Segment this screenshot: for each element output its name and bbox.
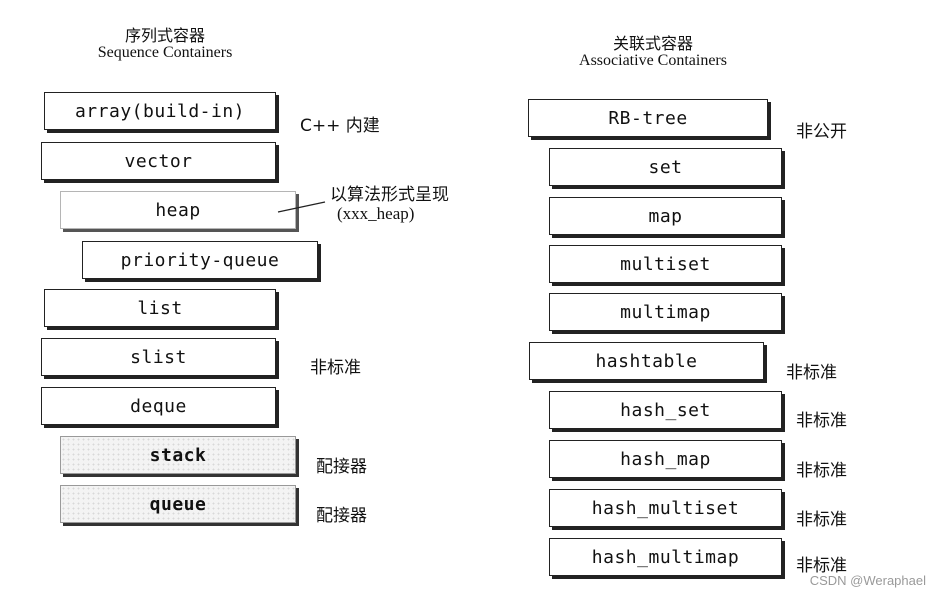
seq-label-list: list	[137, 297, 183, 319]
seq-label-heap: heap	[155, 199, 201, 221]
seq-label-queue: queue	[149, 493, 207, 515]
associative-title-en: Associative Containers	[579, 52, 727, 69]
seq-note-queue: 配接器	[316, 506, 367, 526]
assoc-box-hash-multiset: hash_multiset	[549, 489, 782, 527]
seq-label-deque: deque	[130, 395, 187, 417]
seq-box-heap: heap	[60, 191, 296, 229]
assoc-box-hashtable: hashtable	[529, 342, 764, 380]
assoc-note-hash-multimap: 非标准	[796, 556, 847, 576]
assoc-box-multimap: multimap	[549, 293, 782, 331]
seq-box-array: array(build-in)	[44, 92, 276, 130]
assoc-note-rb-tree: 非公开	[796, 122, 847, 142]
seq-box-deque: deque	[41, 387, 276, 425]
assoc-box-hash-set: hash_set	[549, 391, 782, 429]
seq-label-stack: stack	[149, 444, 207, 466]
assoc-label-hash-map: hash_map	[620, 448, 711, 470]
seq-box-slist: slist	[41, 338, 276, 376]
assoc-box-map: map	[549, 197, 782, 235]
seq-note-heap: 以算法形式呈现	[330, 185, 449, 205]
seq-label-vector: vector	[124, 150, 193, 172]
assoc-note-hashtable: 非标准	[786, 363, 837, 383]
assoc-label-hashtable: hashtable	[595, 350, 698, 372]
watermark: CSDN @Weraphael	[809, 573, 926, 588]
assoc-box-set: set	[549, 148, 782, 186]
assoc-box-rb-tree: RB-tree	[528, 99, 768, 137]
associative-title-cn: 关联式容器	[612, 34, 693, 53]
assoc-label-hash-multimap: hash_multimap	[591, 546, 740, 568]
seq-label-array: array(build-in)	[74, 100, 246, 122]
assoc-label-hash-multiset: hash_multiset	[591, 497, 740, 519]
assoc-box-hash-multimap: hash_multimap	[549, 538, 782, 576]
seq-note-slist: 非标准	[310, 358, 361, 378]
seq-note-heap-sub: (xxx_heap)	[337, 204, 415, 223]
assoc-label-multiset: multiset	[620, 253, 711, 275]
sequence-title-en: Sequence Containers	[97, 44, 233, 61]
assoc-note-hash-map: 非标准	[796, 461, 847, 481]
assoc-label-hash-set: hash_set	[620, 399, 711, 421]
assoc-box-hash-map: hash_map	[549, 440, 782, 478]
assoc-note-hash-set: 非标准	[796, 411, 847, 431]
seq-note-stack: 配接器	[316, 457, 367, 477]
seq-box-priority-queue: priority-queue	[82, 241, 318, 279]
seq-label-priority-queue: priority-queue	[120, 249, 280, 271]
seq-box-list: list	[44, 289, 276, 327]
assoc-label-multimap: multimap	[620, 301, 711, 323]
assoc-note-hash-multiset: 非标准	[796, 510, 847, 530]
assoc-label-rb-tree: RB-tree	[608, 107, 688, 129]
assoc-box-multiset: multiset	[549, 245, 782, 283]
seq-box-stack: stack	[60, 436, 296, 474]
assoc-label-map: map	[648, 205, 683, 227]
seq-label-slist: slist	[130, 346, 187, 368]
assoc-label-set: set	[648, 156, 683, 178]
seq-box-queue: queue	[60, 485, 296, 523]
seq-box-vector: vector	[41, 142, 276, 180]
sequence-title-cn: 序列式容器	[124, 26, 205, 45]
seq-note-array: C++ 内建	[300, 116, 380, 136]
